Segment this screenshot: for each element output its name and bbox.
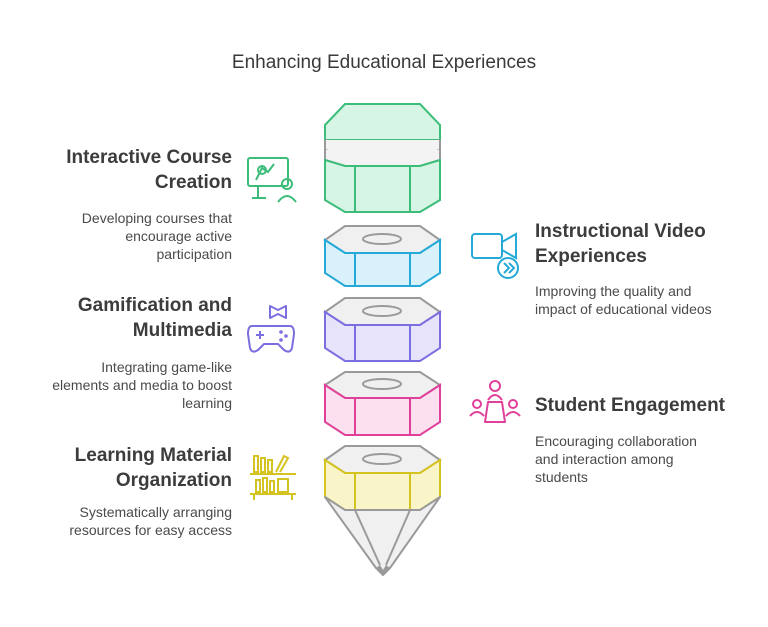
instructional-video-description: Improving the quality and impact of educ…: [535, 283, 712, 317]
pencil-tip: [324, 496, 441, 576]
interactive-course-heading: Interactive Course Creation: [66, 147, 232, 193]
segment-hex-gamification: [323, 297, 442, 362]
instructional-video-heading: Instructional Video Experiences: [535, 221, 706, 267]
learning-material-heading: Learning Material Organization: [74, 445, 232, 491]
segment-hex-student-engagement: [323, 371, 442, 436]
segment-cap-interactive-course: [324, 103, 441, 213]
gamification-description: Integrating game-like elements and media…: [52, 359, 232, 411]
student-engagement-heading: Student Engagement: [535, 395, 726, 416]
segment-hex-instructional-video: [323, 225, 442, 287]
teacher-board-icon: [247, 157, 297, 203]
video-camera-icon: [471, 232, 519, 279]
group-meeting-icon: [469, 380, 521, 423]
diagram-title: Enhancing Educational Experiences: [231, 52, 537, 73]
segment-hex-learning-material: [323, 445, 442, 511]
gamepad-icon: [247, 305, 295, 353]
learning-material-description: Systematically arranging resources for e…: [69, 504, 232, 538]
interactive-course-description: Developing courses that encourage active…: [81, 210, 232, 262]
bookshelf-icon: [250, 454, 296, 500]
gamification-heading: Gamification and Multimedia: [77, 295, 232, 341]
student-engagement-description: Encouraging collaboration and interactio…: [535, 433, 697, 485]
